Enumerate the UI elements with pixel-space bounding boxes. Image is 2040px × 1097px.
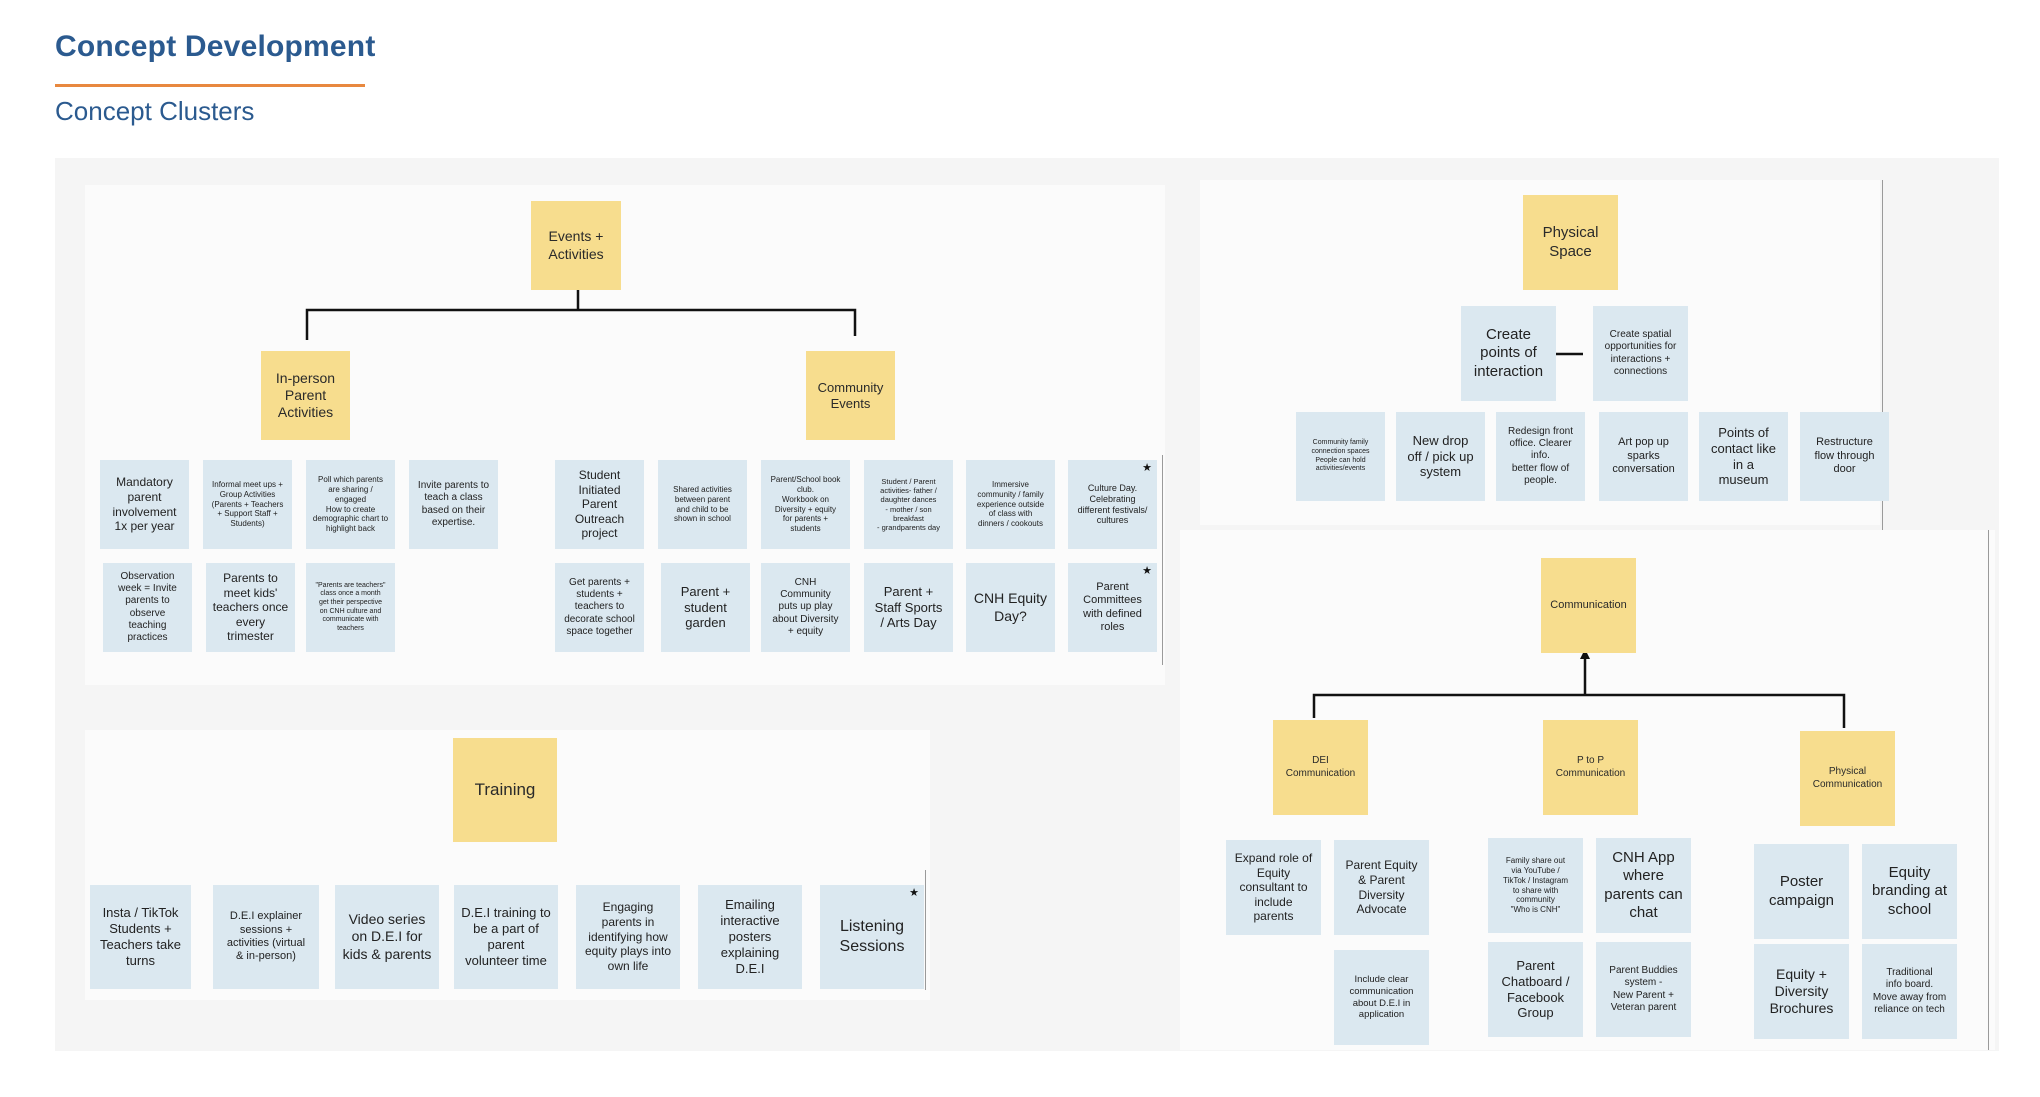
idea-note[interactable]: Family share out via YouTube / TikTok / … [1488,838,1583,933]
idea-note[interactable]: ★ Listening Sessions [820,885,924,989]
idea-note[interactable]: CNH Equity Day? [966,563,1055,652]
idea-note[interactable]: Equity + Diversity Brochures [1754,944,1849,1039]
idea-note-text: Culture Day. Celebrating different festi… [1077,482,1148,526]
star-icon: ★ [1142,462,1152,474]
idea-note[interactable]: Mandatory parent involvement 1x per year [100,460,189,549]
idea-note[interactable]: Equity branding at school [1862,844,1957,939]
create-spatial-opportunities-note[interactable]: Create spatial opportunities for interac… [1593,306,1688,401]
idea-note[interactable]: Insta / TikTok Students + Teachers take … [90,885,191,989]
page-subtitle: Concept Clusters [55,96,255,126]
events-activities-header-note[interactable]: Events + Activities [531,201,621,290]
idea-note[interactable]: CNH Community puts up play about Diversi… [761,563,850,652]
idea-note[interactable]: New drop off / pick up system [1396,412,1485,501]
idea-note[interactable]: Points of contact like in a museum [1699,412,1788,501]
physical-space-header-note[interactable]: Physical Space [1523,195,1618,290]
idea-note[interactable]: Engaging parents in identifying how equi… [576,885,680,989]
create-points-of-interaction-note[interactable]: Create points of interaction [1461,306,1556,401]
communication-connector [1312,649,1846,728]
idea-note[interactable]: Art pop up sparks conversation [1599,412,1688,501]
idea-note[interactable]: ★ Culture Day. Celebrating different fes… [1068,460,1157,549]
p-to-p-communication-note[interactable]: P to P Communication [1543,720,1638,815]
idea-note[interactable]: CNH App where parents can chat [1596,838,1691,933]
divider-line [925,870,926,990]
idea-note[interactable]: Emailing interactive posters explaining … [698,885,802,989]
idea-note[interactable]: Restructure flow through door [1800,412,1889,501]
idea-note[interactable]: Parent + Staff Sports / Arts Day [864,563,953,652]
idea-note[interactable]: Traditional info board. Move away from r… [1862,944,1957,1039]
communication-header-note[interactable]: Communication [1541,558,1636,653]
idea-note[interactable]: Video series on D.E.I for kids & parents [335,885,439,989]
idea-note[interactable]: Parent Chatboard / Facebook Group [1488,942,1583,1037]
idea-note[interactable]: Immersive community / family experience … [966,460,1055,549]
idea-note[interactable]: Parent + student garden [661,563,750,652]
idea-note[interactable]: Invite parents to teach a class based on… [409,460,498,549]
idea-note[interactable]: D.E.I training to be a part of parent vo… [454,885,558,989]
idea-note[interactable]: Parent Buddies system - New Parent + Vet… [1596,942,1691,1037]
community-events-note[interactable]: Community Events [806,351,895,440]
divider-line [1162,455,1163,665]
star-icon: ★ [1142,565,1152,577]
divider-line [1988,530,1989,1050]
idea-note-text: Parent Committees with defined roles [1083,580,1142,633]
idea-note[interactable]: "Parents are teachers" class once a mont… [306,563,395,652]
idea-note[interactable]: Expand role of Equity consultant to incl… [1226,840,1321,935]
idea-note[interactable]: Student / Parent activities- father / da… [864,460,953,549]
idea-note[interactable]: Student Initiated Parent Outreach projec… [555,460,644,549]
idea-note[interactable]: Poll which parents are sharing / engaged… [306,460,395,549]
in-person-parent-activities-note[interactable]: In-person Parent Activities [261,351,350,440]
title-underline [55,84,365,87]
physical-communication-note[interactable]: Physical Communication [1800,731,1895,826]
training-header-note[interactable]: Training [453,738,557,842]
idea-note[interactable]: D.E.I explainer sessions + activities (v… [213,885,319,989]
idea-note[interactable]: Shared activities between parent and chi… [658,460,747,549]
idea-note[interactable]: Informal meet ups + Group Activities (Pa… [203,460,292,549]
idea-note[interactable]: ★ Parent Committees with defined roles [1068,563,1157,652]
page-title: Concept Development [55,30,376,63]
idea-note[interactable]: Observation week = Invite parents to obs… [103,563,192,652]
star-icon: ★ [909,887,919,899]
idea-note[interactable]: Get parents + students + teachers to dec… [555,563,644,652]
idea-note-text: Listening Sessions [839,918,905,955]
idea-note[interactable]: Parent/School book club. Workbook on Div… [761,460,850,549]
idea-note[interactable]: Parent Equity & Parent Diversity Advocat… [1334,840,1429,935]
idea-note[interactable]: Include clear communication about D.E.I … [1334,950,1429,1045]
idea-note[interactable]: Parents to meet kids' teachers once ever… [206,563,295,652]
idea-note[interactable]: Redesign front office. Clearer info. bet… [1496,412,1585,501]
dei-communication-note[interactable]: DEI Communication [1273,720,1368,815]
events-connector [305,273,857,340]
idea-note[interactable]: Community family connection spaces Peopl… [1296,412,1385,501]
idea-note[interactable]: Poster campaign [1754,844,1849,939]
divider-line [1882,180,1883,530]
